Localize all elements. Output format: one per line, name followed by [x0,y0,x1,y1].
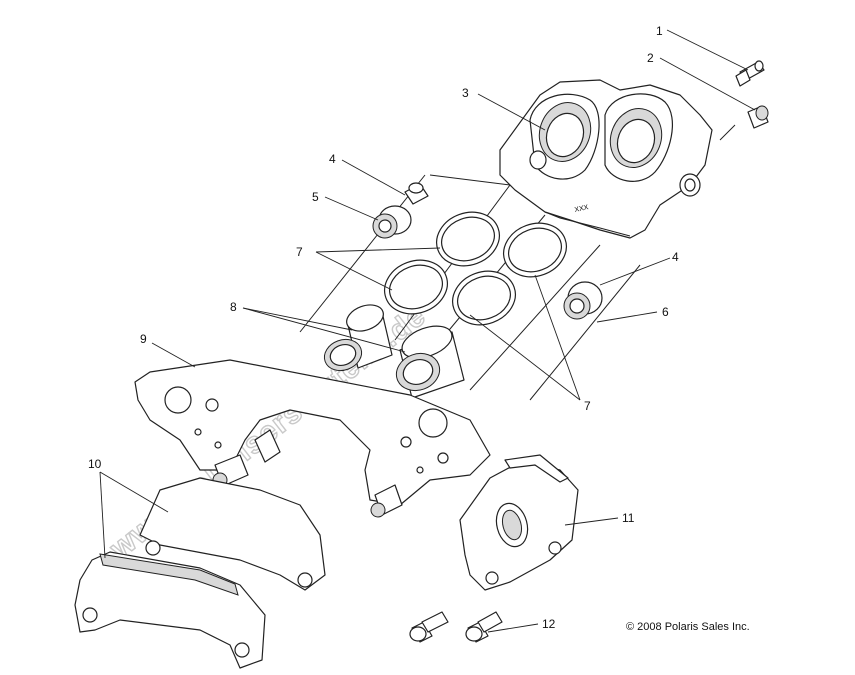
callout-4-lower: 4 [672,250,679,264]
bleeder-screw [735,60,765,87]
callout-1: 1 [656,24,663,38]
pistons [323,304,465,399]
leader-lines [99,29,756,633]
callouts: 1 2 3 4 5 7 8 9 10 4 6 7 11 12 [88,24,679,631]
bushing-6 [563,281,603,320]
callout-6: 6 [662,305,669,319]
callout-2: 2 [647,51,654,65]
callout-3: 3 [462,86,469,100]
callout-7-lower: 7 [584,399,591,413]
caliper-marking: XXX [574,204,589,214]
mounting-bracket [134,359,491,518]
bleeder-cap [747,105,769,129]
callout-11: 11 [622,511,635,525]
callout-12: 12 [542,617,556,631]
callout-4-upper: 4 [329,152,336,166]
callout-8: 8 [230,300,237,314]
brake-pads [74,477,326,669]
copyright-notice: © 2008 Polaris Sales Inc. [626,621,750,633]
piston-seals [384,211,567,326]
caliper-body: XXX [499,79,713,239]
bushing-5 [372,205,412,239]
pad-clip [459,454,579,591]
callout-9: 9 [140,332,147,346]
guide-pin-upper [404,182,429,205]
bolts [409,611,503,643]
callout-7-upper: 7 [296,245,303,259]
callout-10: 10 [88,457,102,471]
callout-5: 5 [312,190,319,204]
